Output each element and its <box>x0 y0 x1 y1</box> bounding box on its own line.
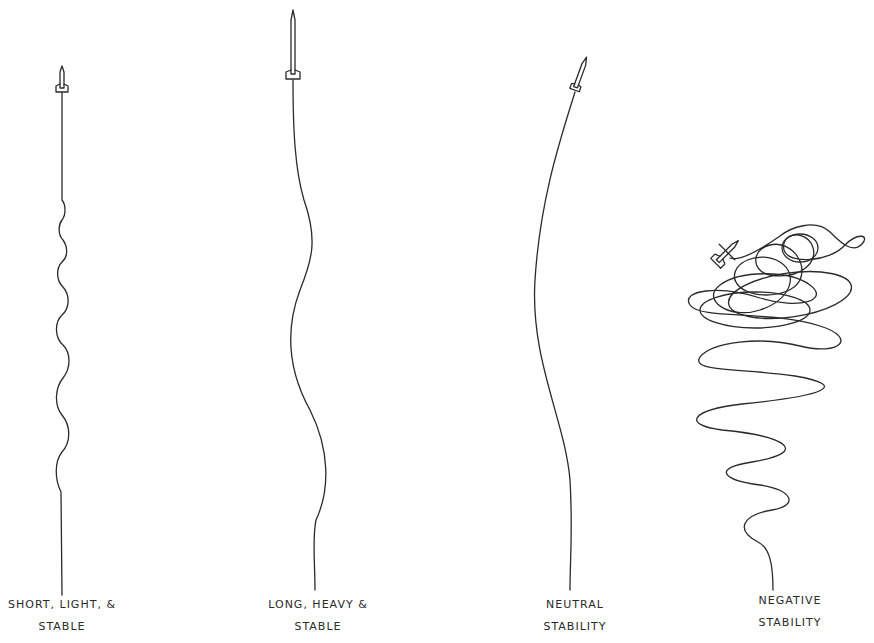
flight-path-long <box>291 80 326 590</box>
caption-label: SHORT, LIGHT, & STABLE <box>0 594 126 638</box>
tangle-loop <box>726 265 855 326</box>
caption-label: NEGATIVE STABILITY <box>740 590 840 634</box>
caption-label: NEUTRAL STABILITY <box>525 594 625 638</box>
tangle-loop <box>782 234 818 262</box>
caption-label: LONG, HEAVY & STABLE <box>259 594 377 638</box>
flight-path-short <box>56 93 69 595</box>
flight-path-neutral <box>535 92 575 590</box>
flight-path-negative <box>688 257 840 590</box>
rocket-short <box>56 66 68 92</box>
rocket-negative <box>708 233 746 271</box>
rocket-neutral <box>570 55 591 91</box>
tangle-loops <box>730 225 865 295</box>
rocket-long <box>286 10 300 79</box>
tangle-loop <box>700 292 810 328</box>
